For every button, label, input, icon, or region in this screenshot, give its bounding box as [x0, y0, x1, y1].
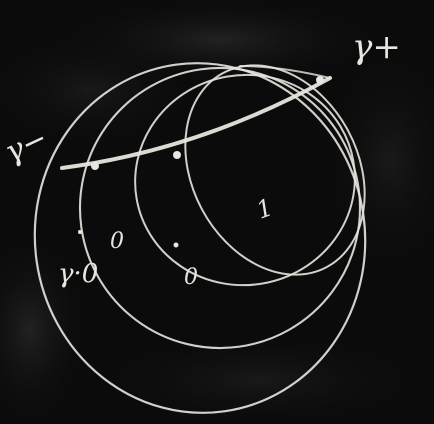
label-gamma-plus: γ+: [352, 27, 401, 67]
label-zero-b: 0: [184, 265, 198, 290]
label-zero-a: 0: [110, 229, 124, 254]
label-one: 1: [253, 193, 277, 225]
label-gamma-zero: γ·0: [58, 259, 98, 289]
